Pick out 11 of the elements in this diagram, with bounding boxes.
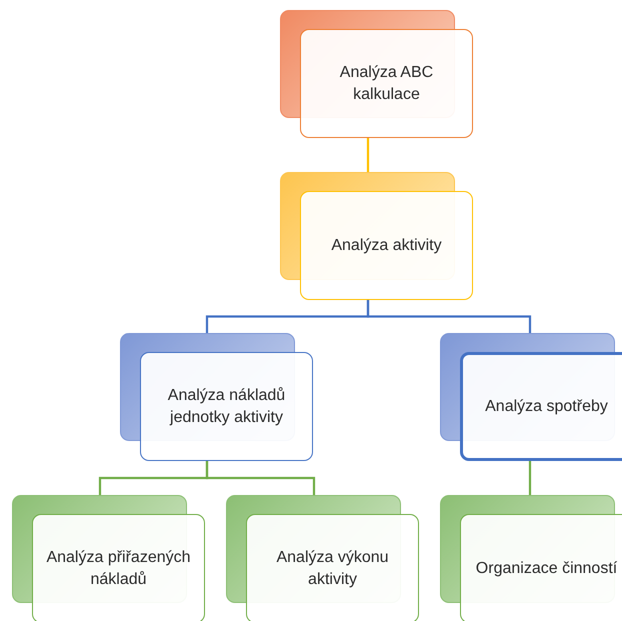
node-label: Organizace činností [476, 558, 618, 579]
node-label: Analýza ABC kalkulace [338, 62, 434, 104]
connector-line [366, 300, 532, 333]
node-label: Analýza spotřeby [485, 396, 608, 417]
node-label: Analýza nákladů jednotky aktivity [166, 386, 286, 428]
node-label: Analýza aktivity [331, 236, 442, 256]
node-label: Analýza výkonu aktivity [275, 548, 390, 590]
node-label: Analýza přiřazených nákladů [45, 548, 192, 590]
connector-line [206, 461, 316, 495]
connector-line [528, 461, 532, 495]
connector-line [366, 138, 370, 172]
